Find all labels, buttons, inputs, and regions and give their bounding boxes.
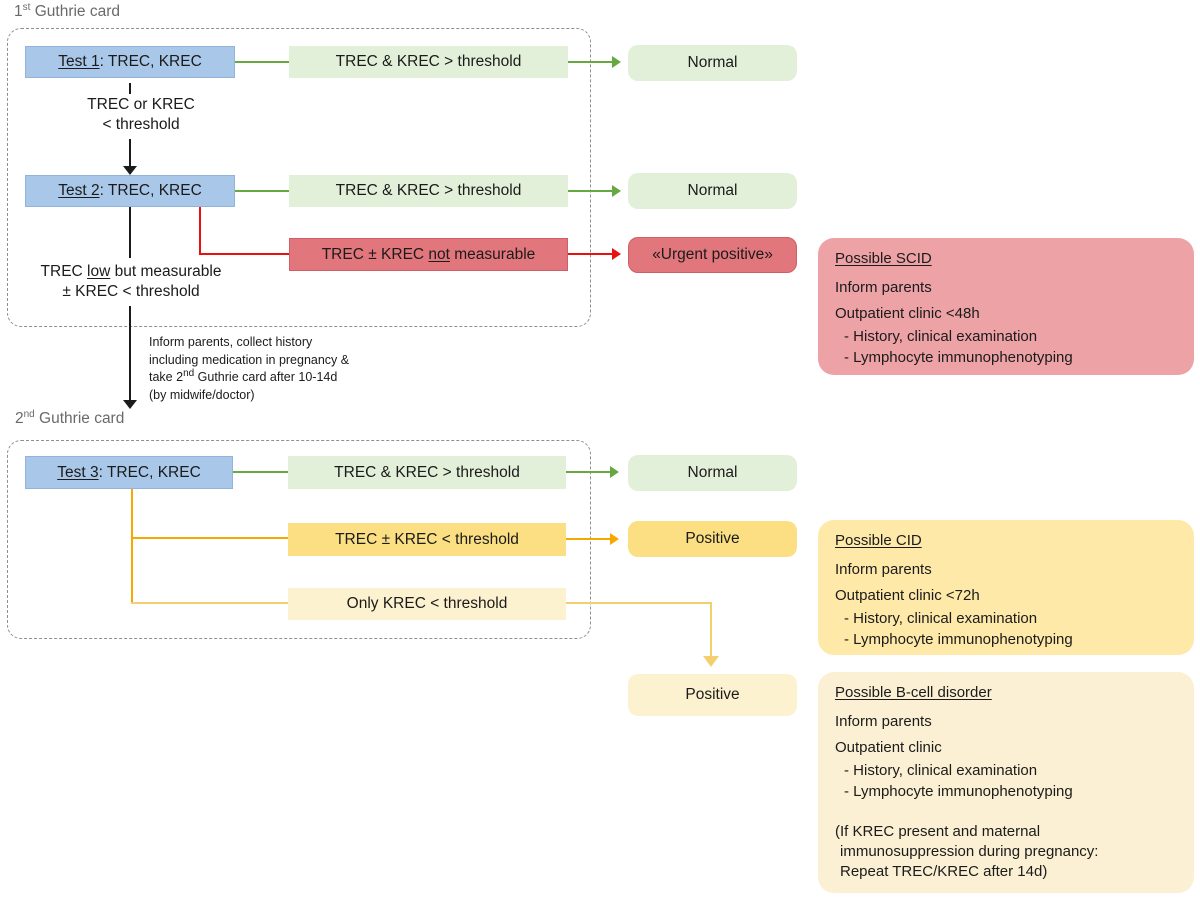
possible-cid-panel: Possible CID Inform parents Outpatient c…: [818, 520, 1194, 655]
section2-label: 2nd Guthrie card: [15, 408, 125, 428]
trec-low-condition-text: TREC low but measurable ± KREC < threshol…: [31, 262, 231, 302]
cid-panel-title: Possible CID: [835, 532, 922, 549]
cid-panel-line3: - History, clinical examination: [844, 610, 1038, 627]
row3-outcome-normal: Normal: [628, 455, 797, 491]
test3-label-rest: : TREC, KREC: [98, 463, 201, 481]
red-condition-box: TREC ± KREC not measurable: [289, 238, 568, 271]
connector-test1-condition: [235, 61, 289, 63]
arrow-red-line: [568, 253, 612, 255]
cid-panel-line4: - Lymphocyte immunophenotyping: [844, 631, 1073, 648]
arrow-to-section2-head: [123, 400, 137, 409]
gold-branch1-horizontal: [131, 537, 288, 539]
row5-outcome-positive: Positive: [628, 674, 797, 716]
transition-line3-sup: nd: [183, 367, 195, 379]
row3-condition-box: TREC & KREC > threshold: [288, 456, 566, 489]
test1-label: Test 1: [58, 53, 100, 71]
arrow-row3-line: [566, 471, 610, 473]
arrow-row1-head: [612, 56, 621, 68]
arrow-row2-head: [612, 185, 621, 197]
bcell-panel-title: Possible B-cell disorder: [835, 684, 992, 701]
section1-dashed-container: [7, 28, 591, 327]
transition-line3-pre: take 2: [149, 370, 184, 384]
bcell-panel-line7: Repeat TREC/KREC after 14d): [840, 863, 1048, 880]
arrow-row3-head: [610, 466, 619, 478]
section2-label-number: 2: [15, 410, 24, 427]
low-line2: ± KREC < threshold: [62, 283, 200, 300]
arrow-row1-line: [568, 61, 612, 63]
low-post: but measurable: [110, 263, 222, 280]
transition-note: Inform parents, collect history including…: [149, 334, 349, 404]
arrow-to-test2-line: [129, 139, 131, 167]
between-tests-condition-text: TREC or KREC < threshold: [56, 95, 226, 135]
row5-condition-box: Only KREC < threshold: [288, 588, 566, 620]
test1-box: Test 1: TREC, KREC: [25, 46, 235, 78]
test3-label: Test 3: [57, 463, 99, 481]
test1-label-rest: : TREC, KREC: [99, 53, 202, 71]
transition-line4: (by midwife/doctor): [149, 387, 255, 402]
section1-label-ordinal: st: [22, 1, 31, 13]
row1-condition-box: TREC & KREC > threshold: [289, 46, 568, 78]
red-condition-not: not: [428, 245, 450, 263]
arrow-red-head: [612, 248, 621, 260]
gold-trunk-vertical: [131, 489, 133, 604]
connector-test2-condition: [235, 190, 289, 192]
bcell-panel-line5: (If KREC present and maternal: [835, 823, 1041, 840]
scid-panel-line3: - History, clinical examination: [844, 328, 1038, 345]
row4-outcome-positive: Positive: [628, 521, 797, 557]
test2-label-rest: : TREC, KREC: [99, 182, 202, 200]
red-condition-pre: TREC ± KREC: [321, 245, 429, 263]
red-elbow-horizontal: [199, 253, 289, 255]
scid-panel-line4: - Lymphocyte immunophenotyping: [844, 349, 1073, 366]
arrow-row4-line: [566, 538, 610, 540]
cid-panel-line2: Outpatient clinic <72h: [835, 587, 980, 604]
test3-box: Test 3: TREC, KREC: [25, 456, 233, 489]
bcell-panel-line3: - History, clinical examination: [844, 762, 1038, 779]
transition-line1: Inform parents, collect history: [149, 335, 313, 349]
section1-label-text: Guthrie card: [30, 3, 121, 20]
bcell-panel-line2: Outpatient clinic: [835, 739, 942, 756]
pale-connector-horizontal: [566, 602, 712, 604]
cid-panel-line1: Inform parents: [835, 561, 932, 578]
pale-connector-vertical: [710, 602, 712, 658]
connector-test3-condition: [233, 471, 288, 473]
scid-panel-line1: Inform parents: [835, 279, 932, 296]
possible-scid-panel: Possible SCID Inform parents Outpatient …: [818, 238, 1194, 375]
transition-line2: including medication in pregnancy &: [149, 352, 350, 367]
row1-outcome-normal: Normal: [628, 45, 797, 81]
urgent-positive-box: «Urgent positive»: [628, 237, 797, 273]
row2-outcome-normal: Normal: [628, 173, 797, 209]
low-underlined: low: [87, 263, 111, 280]
bcell-panel-line4: - Lymphocyte immunophenotyping: [844, 783, 1073, 800]
arrow-row2-line: [568, 190, 612, 192]
between-line2: < threshold: [102, 116, 180, 133]
arrow-to-test2-head: [123, 166, 137, 175]
test2-label: Test 2: [58, 182, 100, 200]
row4-condition-box: TREC ± KREC < threshold: [288, 523, 566, 556]
arrow-to-section2-line: [129, 306, 131, 402]
pale-arrow-head: [703, 656, 719, 667]
possible-bcell-panel: Possible B-cell disorder Inform parents …: [818, 672, 1194, 893]
section1-label-number: 1: [14, 3, 23, 20]
scid-panel-line2: Outpatient clinic <48h: [835, 305, 980, 322]
section2-label-ordinal: nd: [23, 408, 35, 420]
red-condition-post: measurable: [449, 245, 536, 263]
transition-line3-post: Guthrie card after 10-14d: [194, 370, 338, 384]
row2-condition-box: TREC & KREC > threshold: [289, 175, 568, 207]
bcell-panel-line6: immunosuppression during pregnancy:: [840, 843, 1099, 860]
bcell-panel-line1: Inform parents: [835, 713, 932, 730]
connector-test1-down-stub: [129, 83, 131, 94]
section1-label: 1st Guthrie card: [14, 1, 121, 21]
test2-box: Test 2: TREC, KREC: [25, 175, 235, 207]
red-elbow-vertical: [199, 207, 201, 255]
low-pre: TREC: [40, 263, 88, 280]
arrow-row4-head: [610, 533, 619, 545]
pale-branch-horizontal: [131, 602, 288, 604]
section2-label-text: Guthrie card: [34, 410, 125, 427]
between-line1: TREC or KREC: [87, 96, 195, 113]
scid-panel-title: Possible SCID: [835, 250, 932, 267]
connector-test2-down: [129, 207, 131, 258]
